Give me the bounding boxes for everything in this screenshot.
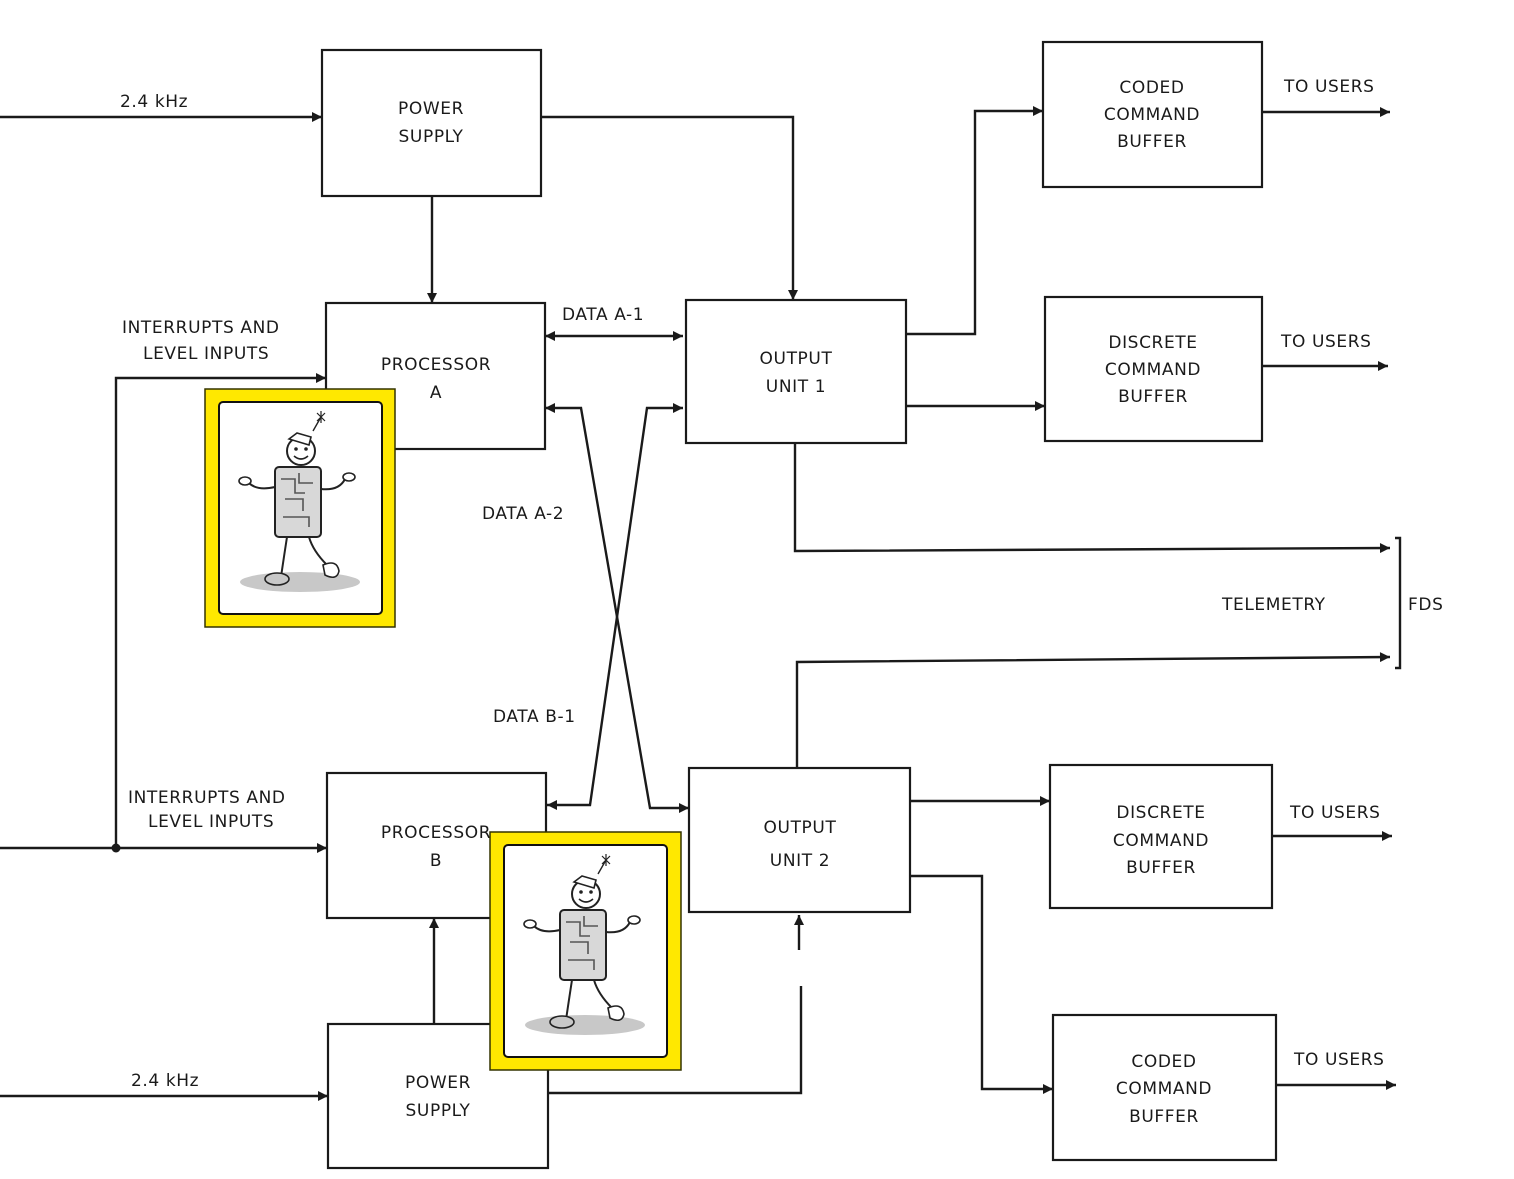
coded-buffer-1-line1: CODED <box>1119 78 1184 98</box>
power-supply-a-line1: POWER <box>398 99 464 119</box>
out1-to-coded1-line <box>906 106 1043 336</box>
data-a1-label: DATA A-1 <box>562 305 644 325</box>
bus-junction-dot <box>111 843 121 853</box>
discrete-buffer-2-line1: DISCRETE <box>1116 803 1205 823</box>
to-users-4-label: TO USERS <box>1293 1050 1385 1070</box>
power-supply-b-line2: SUPPLY <box>406 1101 471 1121</box>
power-supply-b-line1: POWER <box>405 1073 471 1093</box>
interrupts-b-label-line2: LEVEL INPUTS <box>148 812 274 832</box>
discrete-buffer-1-line2: COMMAND <box>1105 360 1201 380</box>
processor-b-line2: B <box>430 851 442 871</box>
robot-mascot-icon <box>238 411 360 592</box>
psb-to-output2-line <box>548 986 803 1095</box>
connections <box>0 106 1402 1101</box>
processor-b-line1: PROCESSOR <box>381 823 491 843</box>
fds-label: FDS <box>1408 595 1443 615</box>
data-b1-line <box>547 403 683 810</box>
discrete-command-buffer-2-block: DISCRETE COMMAND BUFFER <box>1048 763 1274 910</box>
interrupts-a-line <box>114 373 326 848</box>
coded-command-buffer-2-block: CODED COMMAND BUFFER <box>1051 1013 1278 1162</box>
discrete-buffer-1-line1: DISCRETE <box>1108 333 1197 353</box>
clock-top-label: 2.4 kHz <box>120 92 188 112</box>
discrete-buffer-2-line2: COMMAND <box>1113 831 1209 851</box>
coded-buffer-2-line3: BUFFER <box>1129 1107 1199 1127</box>
to-users-3-label: TO USERS <box>1289 803 1381 823</box>
coded-buffer-1-line2: COMMAND <box>1104 105 1200 125</box>
coded-buffer-2-line1: CODED <box>1131 1052 1196 1072</box>
data-a2-line <box>545 403 689 813</box>
processor-a-line2: A <box>430 383 442 403</box>
data-b1-label: DATA B-1 <box>493 707 576 727</box>
discrete-command-buffer-1-block: DISCRETE COMMAND BUFFER <box>1043 295 1264 443</box>
robot-overlay-bottom <box>489 831 682 1071</box>
discrete-buffer-1-line3: BUFFER <box>1118 387 1188 407</box>
output-unit-2-line2: UNIT 2 <box>770 851 830 871</box>
psa-to-output1-line <box>541 115 798 300</box>
power-supply-a-line2: SUPPLY <box>399 127 464 147</box>
output-unit-1-line1: OUTPUT <box>760 349 833 369</box>
clock-bottom-label: 2.4 kHz <box>131 1071 199 1091</box>
coded-command-buffer-1-block: CODED COMMAND BUFFER <box>1041 40 1264 189</box>
fds-bracket <box>1395 536 1402 670</box>
diagram-labels: 2.4 kHz 2.4 kHz INTERRUPTS AND LEVEL INP… <box>120 77 1443 1091</box>
power-supply-a-block: POWER SUPPLY <box>320 48 543 198</box>
telemetry-out2-line <box>795 652 1391 768</box>
output-unit-2-block: OUTPUT UNIT 2 <box>687 766 912 914</box>
telemetry-out1-line <box>793 443 1391 554</box>
to-users-2-label: TO USERS <box>1280 332 1372 352</box>
output-unit-1-block: OUTPUT UNIT 1 <box>684 298 908 445</box>
to-users-1-label: TO USERS <box>1283 77 1375 97</box>
interrupts-b-label-line1: INTERRUPTS AND <box>128 788 286 808</box>
coded-buffer-2-line2: COMMAND <box>1116 1079 1212 1099</box>
robot-mascot-icon <box>523 854 645 1035</box>
interrupts-a-label-line1: INTERRUPTS AND <box>122 318 280 338</box>
telemetry-label: TELEMETRY <box>1221 595 1326 615</box>
discrete-buffer-2-line3: BUFFER <box>1126 858 1196 878</box>
robot-overlay-top <box>204 388 396 628</box>
processor-a-line1: PROCESSOR <box>381 355 491 375</box>
processor-a-block: PROCESSOR A <box>324 301 547 451</box>
out2-to-coded2-line <box>910 874 1053 1094</box>
data-a2-label: DATA A-2 <box>482 504 564 524</box>
interrupts-a-label-line2: LEVEL INPUTS <box>143 344 269 364</box>
coded-buffer-1-line3: BUFFER <box>1117 132 1187 152</box>
output-unit-1-line2: UNIT 1 <box>766 377 826 397</box>
output-unit-2-line1: OUTPUT <box>764 818 837 838</box>
